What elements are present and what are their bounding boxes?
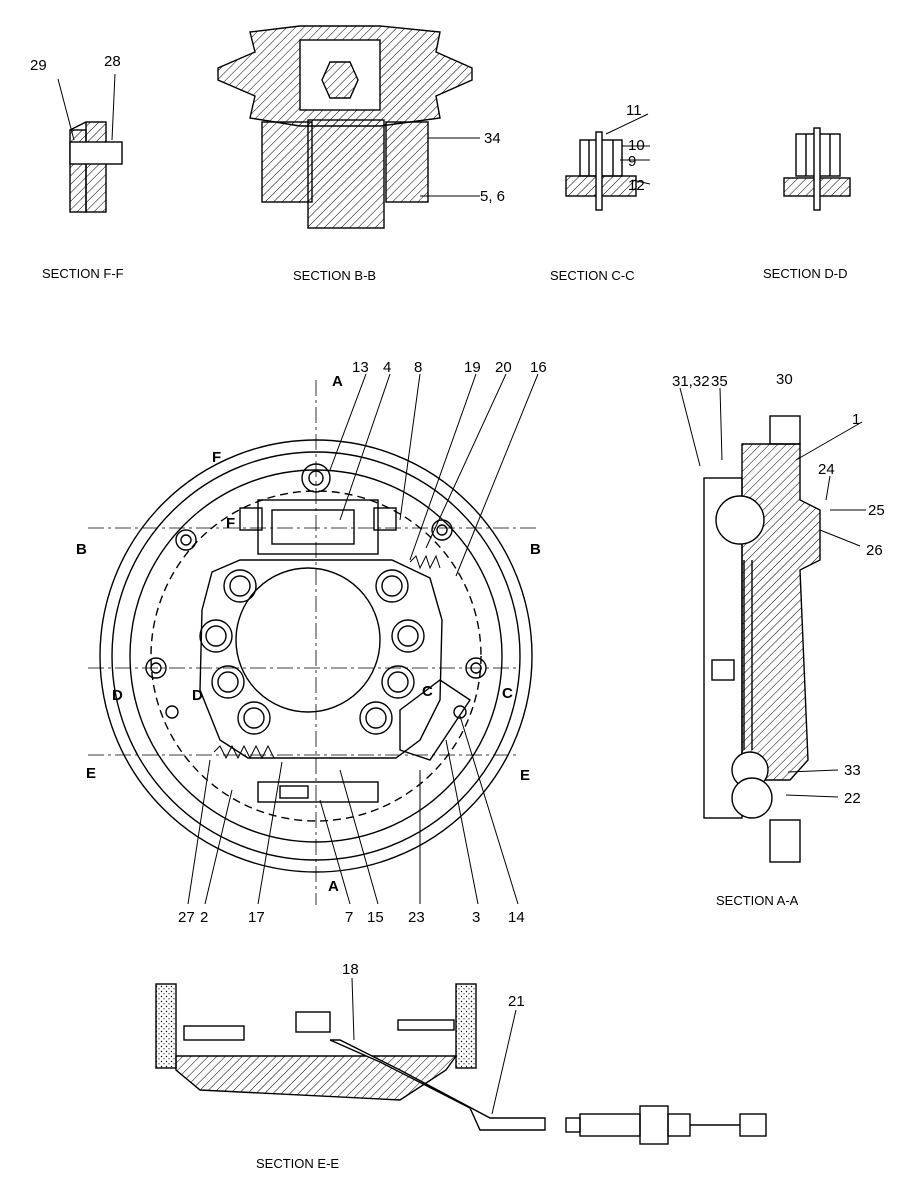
cut-mark-c-right: C xyxy=(502,685,513,702)
callout-29: 29 xyxy=(30,57,47,74)
part-callouts: 29 28 34 5, 6 11 10 9 12 13 4 8 19 20 16… xyxy=(30,53,885,1010)
section-ff-view xyxy=(57,73,123,213)
callout-21: 21 xyxy=(508,993,525,1010)
section-ff-title: SECTION F-F xyxy=(42,266,124,281)
brake-main-view xyxy=(88,373,540,905)
section-cc-title: SECTION C-C xyxy=(550,268,635,283)
callout-14: 14 xyxy=(508,909,525,926)
callout-24: 24 xyxy=(818,461,835,478)
callout-26: 26 xyxy=(866,542,883,559)
callout-20: 20 xyxy=(495,359,512,376)
callout-3: 3 xyxy=(472,909,480,926)
cut-mark-d-right: D xyxy=(192,687,203,704)
callout-18: 18 xyxy=(342,961,359,978)
callout-2: 2 xyxy=(200,909,208,926)
section-aa-title: SECTION A-A xyxy=(716,893,799,908)
section-aa-view xyxy=(679,387,866,863)
cut-mark-a-bottom: A xyxy=(328,878,339,895)
section-bb-view xyxy=(217,25,480,229)
callout-27: 27 xyxy=(178,909,195,926)
callout-5-6: 5, 6 xyxy=(480,188,505,205)
callout-28: 28 xyxy=(104,53,121,70)
callout-15: 15 xyxy=(367,909,384,926)
callout-4: 4 xyxy=(383,359,391,376)
cut-mark-f-bottom: F xyxy=(226,515,235,532)
cut-mark-d-left: D xyxy=(112,687,123,704)
callout-25: 25 xyxy=(868,502,885,519)
section-ee-view xyxy=(155,977,767,1145)
callout-35: 35 xyxy=(711,373,728,390)
cut-mark-e-right: E xyxy=(520,767,530,784)
bolt-holes xyxy=(199,569,425,735)
cut-mark-b-left: B xyxy=(76,541,87,558)
callout-7: 7 xyxy=(345,909,353,926)
callout-12: 12 xyxy=(628,177,645,194)
cut-mark-b-right: B xyxy=(530,541,541,558)
callout-13: 13 xyxy=(352,359,369,376)
section-ee-title: SECTION E-E xyxy=(256,1156,339,1171)
cut-mark-c-left: C xyxy=(422,683,433,700)
callout-11: 11 xyxy=(626,102,642,119)
cut-mark-a-top: A xyxy=(332,373,343,390)
callout-23: 23 xyxy=(408,909,425,926)
callout-10: 10 xyxy=(628,137,645,154)
callout-22: 22 xyxy=(844,790,861,807)
callout-1: 1 xyxy=(852,411,860,428)
callout-34: 34 xyxy=(484,130,501,147)
callout-31-32: 31,32 xyxy=(672,373,710,390)
callout-16: 16 xyxy=(530,359,547,376)
callout-33: 33 xyxy=(844,762,861,779)
callout-30: 30 xyxy=(776,371,793,388)
callout-19: 19 xyxy=(464,359,481,376)
callout-9: 9 xyxy=(628,153,636,170)
cut-mark-e-left: E xyxy=(86,765,96,782)
cut-mark-f-top: F xyxy=(212,449,221,466)
section-dd-view xyxy=(783,127,851,211)
section-dd-title: SECTION D-D xyxy=(763,266,848,281)
callout-8: 8 xyxy=(414,359,422,376)
cut-plane-marks: A A B B C C D D E E F F xyxy=(76,373,541,895)
section-bb-title: SECTION B-B xyxy=(293,268,376,283)
callout-17: 17 xyxy=(248,909,265,926)
section-cc-view xyxy=(565,113,651,211)
